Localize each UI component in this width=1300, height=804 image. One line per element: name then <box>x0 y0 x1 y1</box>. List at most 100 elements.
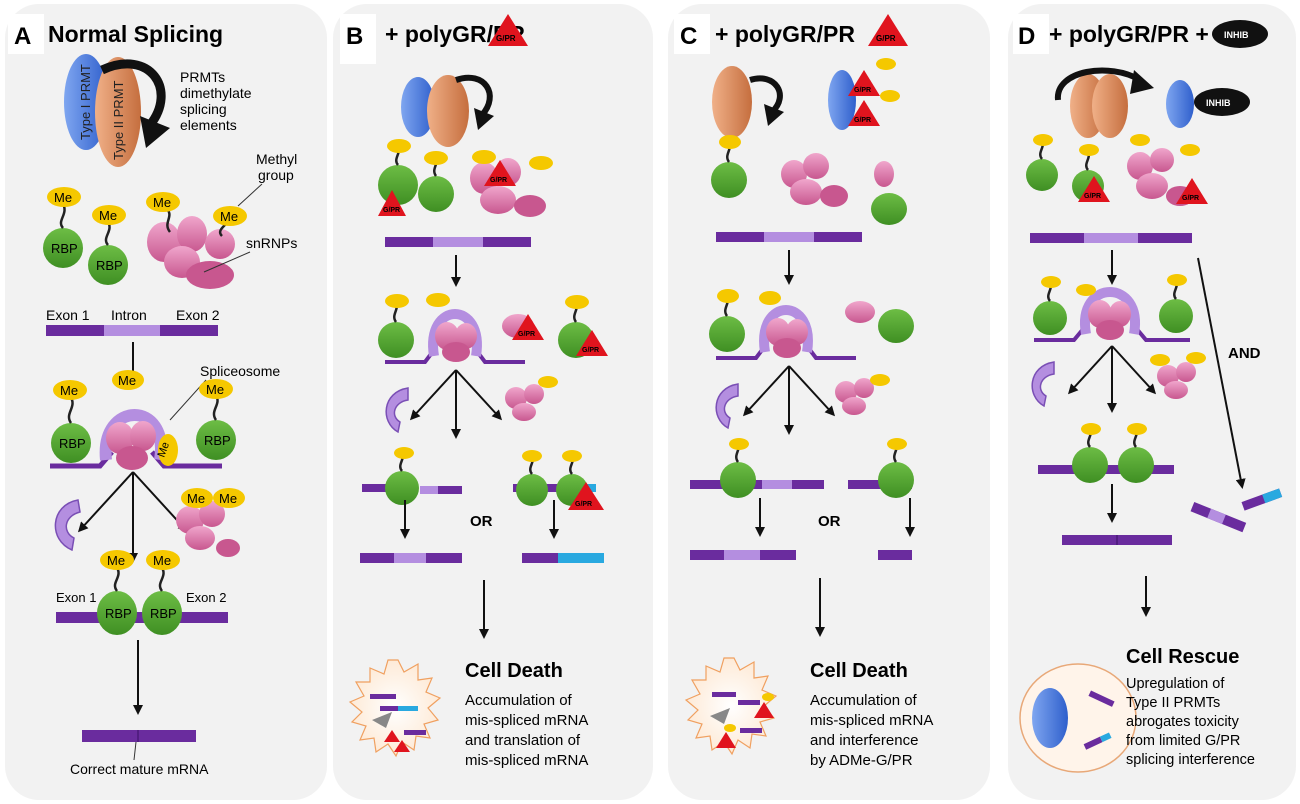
gpr-triangle <box>576 330 608 356</box>
mrna-fragment <box>420 486 462 494</box>
inhibitor-label: INHIB <box>1224 30 1249 40</box>
gpr-label: G/PR <box>383 207 400 214</box>
snrnp-shape <box>106 422 134 454</box>
methyl-shape <box>1081 423 1101 435</box>
mis-spliced-fragment-group <box>1241 488 1283 511</box>
inhibitor-badge <box>1212 20 1268 48</box>
gpr-label: G/PR <box>876 34 896 43</box>
type2-prmt-shape <box>1092 74 1128 138</box>
intron-segment <box>764 232 814 242</box>
snrnp-shape <box>854 378 874 398</box>
methyl-shape <box>522 450 542 462</box>
methyl-shape <box>729 438 749 450</box>
methyl-shape <box>762 693 774 701</box>
panel-a: A Normal Splicing Type I PRMT Type II PR… <box>5 4 327 800</box>
rbp-shape <box>709 316 745 352</box>
cell-mrna-fragment <box>1088 690 1115 707</box>
dimethylate-arrowhead <box>140 116 170 148</box>
type1-prmt-shape <box>1166 80 1194 128</box>
panel-b-desc-line-1: Accumulation of <box>465 692 573 709</box>
methyl-shape <box>92 205 126 225</box>
dimethylate-arrow <box>100 59 166 128</box>
flow-arrow <box>742 365 790 417</box>
methyl-shape <box>870 374 890 386</box>
snrnp-shape <box>205 229 235 259</box>
bypass-arrow <box>1197 257 1246 489</box>
methyl-shape <box>426 293 450 307</box>
or-label: OR <box>818 513 841 530</box>
rbp-label: RBP <box>150 606 177 621</box>
me-label: Me <box>107 553 125 568</box>
rbp-shape <box>1033 301 1067 335</box>
mature-mrna-bar <box>82 730 196 742</box>
me-label: Me <box>219 491 237 506</box>
exon-cyan-segment <box>1099 732 1112 743</box>
rbp-shape <box>1072 447 1108 483</box>
intron-segment <box>420 486 438 494</box>
snrnp-shape <box>186 261 234 289</box>
rbp-label: RBP <box>204 433 231 448</box>
rbp-label: RBP <box>51 241 78 256</box>
methyl-shape <box>387 139 411 153</box>
snrnp-shape <box>1136 173 1168 199</box>
methyl-shape <box>146 192 180 212</box>
me-label: Me <box>54 190 72 205</box>
mrna-fragment <box>404 730 426 735</box>
methyl-shape <box>724 724 736 732</box>
gpr-triangle <box>848 100 880 126</box>
methyl-shape <box>759 291 781 305</box>
methyl-shape <box>529 156 553 170</box>
flow-arrow <box>409 369 457 421</box>
methyl-shape <box>213 488 245 508</box>
methyl-shape <box>47 187 81 207</box>
methyl-shape <box>887 438 907 450</box>
snrnp-shape <box>842 397 866 415</box>
prmt-note-line-2: dimethylate <box>180 85 252 101</box>
methyl-shape <box>1150 354 1170 366</box>
methyl-shape <box>1167 274 1187 286</box>
exon2-label: Exon 2 <box>176 307 220 323</box>
rbp-shape <box>142 591 182 635</box>
mature-mrna-label: Correct mature mRNA <box>70 761 209 777</box>
ribosome-shape <box>372 712 392 728</box>
methyl-shape <box>181 488 213 508</box>
panel-b-letter-box <box>340 14 376 64</box>
snrnp-shape <box>1109 301 1131 327</box>
snrnps-label: snRNPs <box>246 235 297 251</box>
snrnp-shape <box>820 185 848 207</box>
methylation-arrowhead <box>1130 70 1154 94</box>
gpr-triangle <box>568 482 604 510</box>
mrna-fragment <box>380 706 398 711</box>
snrnp-shape <box>786 319 808 345</box>
type2-prmt-shape <box>427 75 469 147</box>
exon1-label: Exon 1 <box>46 307 90 323</box>
methyl-shape <box>1041 276 1061 288</box>
rbp-label: RBP <box>105 606 132 621</box>
lariat-shape <box>54 499 81 552</box>
snrnp-shape <box>480 186 516 214</box>
gpr-label: G/PR <box>854 117 871 124</box>
panel-c-desc-line-4: by ADMe-G/PR <box>810 752 913 769</box>
panel-b-outcome: Cell Death <box>465 660 563 682</box>
mrna-fragment <box>712 692 736 697</box>
type2-prmt-shape <box>712 66 752 138</box>
methylation-arrowhead <box>474 108 494 130</box>
lariat-shape <box>1031 361 1055 408</box>
methylation-arrow <box>1054 67 1142 101</box>
rbp-shape <box>51 423 91 463</box>
gpr-label: G/PR <box>582 347 599 354</box>
exon-cyan-segment <box>558 553 604 563</box>
gpr-triangle <box>484 160 516 186</box>
methyl-shape <box>112 370 144 390</box>
methyl-shape <box>53 380 87 400</box>
panel-c-desc-line-3: and interference <box>810 732 918 749</box>
panel-d-title: + polyGR/PR + <box>1049 21 1209 47</box>
me-label: Me <box>156 441 173 459</box>
and-label: AND <box>1228 345 1261 362</box>
mrna-fragment <box>1088 690 1115 707</box>
gpr-triangle <box>754 702 774 718</box>
exon2-label-2: Exon 2 <box>186 590 226 605</box>
type1-prmt-shape <box>401 77 435 137</box>
me-label: Me <box>153 195 171 210</box>
type1-prmt-shape <box>828 70 856 130</box>
